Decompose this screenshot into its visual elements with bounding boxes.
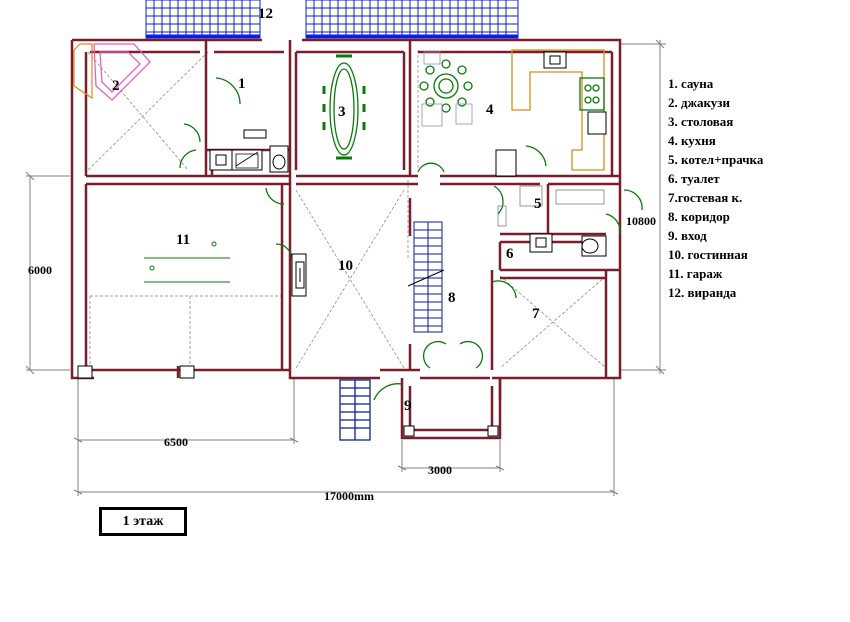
room-numbers: 1 2 3 4 5 6 7 8 9 10 11 12 <box>112 6 542 414</box>
dimension-labels: 6000 10800 6500 3000 17000mm <box>28 214 656 503</box>
room-number-6: 6 <box>506 246 514 262</box>
kitchen-appliances <box>421 51 473 127</box>
toilet-fixtures <box>529 233 607 257</box>
sauna-fixtures <box>209 129 289 173</box>
room-number-5: 5 <box>534 196 542 212</box>
kitchen-units <box>495 51 607 177</box>
dimension-lines <box>25 39 666 496</box>
dining-table <box>322 54 366 160</box>
veranda-grid <box>145 0 519 39</box>
entrance-steps <box>339 379 371 441</box>
entry-pillars <box>77 365 499 437</box>
room-number-1: 1 <box>238 76 246 92</box>
fireplace <box>291 253 307 297</box>
room-number-9: 9 <box>404 398 412 414</box>
room-number-10: 10 <box>338 258 353 274</box>
legend-item: 8. коридор <box>668 209 730 224</box>
dim-left-height: 6000 <box>28 263 52 277</box>
dim-garage-width: 6500 <box>164 435 188 449</box>
legend-item: 5. котел+прачка <box>668 152 764 167</box>
interior-stairs <box>407 221 445 333</box>
legend-item: 12. виранда <box>668 285 737 300</box>
room-number-12: 12 <box>258 6 273 22</box>
stove <box>579 77 605 111</box>
doors <box>179 77 643 401</box>
legend-item: 9. вход <box>668 228 707 243</box>
room-number-11: 11 <box>176 232 190 248</box>
legend-item: 1. сауна <box>668 76 714 91</box>
room-number-8: 8 <box>448 290 456 306</box>
dim-entry-width: 3000 <box>428 463 452 477</box>
legend-item: 4. кухня <box>668 133 716 148</box>
garage-marks <box>144 241 230 283</box>
floor-label: 1 этаж <box>99 507 187 536</box>
legend-item: 2. джакузи <box>668 95 731 110</box>
room-number-7: 7 <box>532 306 540 322</box>
jacuzzi-trim <box>73 43 93 100</box>
room-number-2: 2 <box>112 78 120 94</box>
jacuzzi <box>93 43 151 101</box>
ceiling-guides <box>87 50 607 369</box>
dim-right-height: 10800 <box>626 214 656 228</box>
room-number-3: 3 <box>338 104 346 120</box>
legend-item: 11. гараж <box>668 266 723 281</box>
dim-total-width: 17000mm <box>324 489 374 503</box>
room-number-4: 4 <box>486 102 494 118</box>
legend-item: 7.гостевая к. <box>668 190 743 205</box>
legend-item: 6. туалет <box>668 171 720 186</box>
boiler-laundry-fixtures <box>497 185 605 227</box>
kitchen-table <box>419 59 473 113</box>
legend-item: 10. гостинная <box>668 247 748 262</box>
room-legend: 1. сауна 2. джакузи 3. столовая 4. кухня… <box>668 74 763 302</box>
legend-item: 3. столовая <box>668 114 734 129</box>
